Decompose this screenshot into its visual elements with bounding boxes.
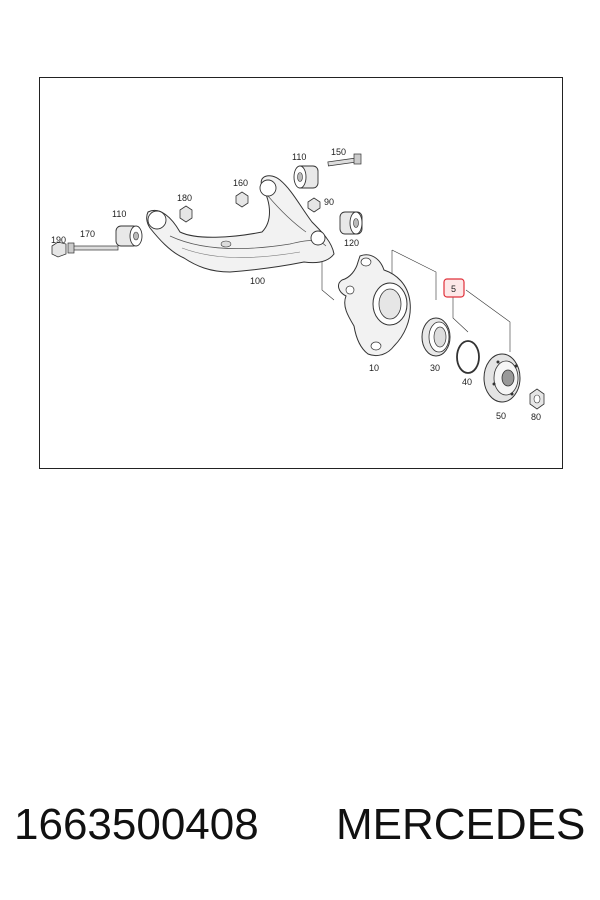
label-5: 5: [451, 284, 456, 294]
bushing-120: [339, 211, 363, 235]
label-90: 90: [324, 197, 334, 207]
nut-90: [307, 197, 321, 213]
footer: 1663500408 MERCEDES: [14, 800, 594, 860]
label-40: 40: [462, 377, 472, 387]
part-labels: 190 170 110 180 160 110 150 90 120 100 1…: [51, 147, 541, 422]
label-120: 120: [344, 238, 359, 248]
label-180: 180: [177, 193, 192, 203]
label-50: 50: [496, 411, 506, 421]
snap-ring-40: [456, 340, 480, 374]
kit-highlight-box: [443, 278, 465, 298]
bushing-110-top: [293, 165, 319, 189]
label-100: 100: [250, 276, 265, 286]
label-110-top: 110: [292, 152, 306, 162]
wheel-hub-50: [483, 353, 521, 403]
control-arm-100: [146, 175, 335, 273]
nut-190: [51, 241, 67, 258]
brand-name: MERCEDES: [336, 800, 586, 849]
label-160: 160: [233, 178, 248, 188]
label-190: 190: [51, 235, 66, 245]
label-110-left: 110: [112, 209, 126, 219]
knuckle-10: [338, 254, 411, 357]
label-80: 80: [531, 412, 541, 422]
label-170: 170: [80, 229, 95, 239]
exploded-parts-diagram: 190 170 110 180 160 110 150 90 120 100 1…: [51, 147, 545, 422]
bolt-150: [327, 153, 362, 167]
diagram-frame: [39, 77, 563, 469]
nut-160: [235, 191, 249, 208]
bearing-30: [421, 317, 451, 357]
bushing-110-left: [115, 225, 143, 247]
bolt-170: [67, 242, 119, 254]
part-number: 1663500408: [14, 800, 259, 849]
label-10: 10: [369, 363, 379, 373]
label-150: 150: [331, 147, 346, 157]
label-30: 30: [430, 363, 440, 373]
nut-80: [529, 388, 545, 410]
nut-180: [179, 205, 193, 223]
